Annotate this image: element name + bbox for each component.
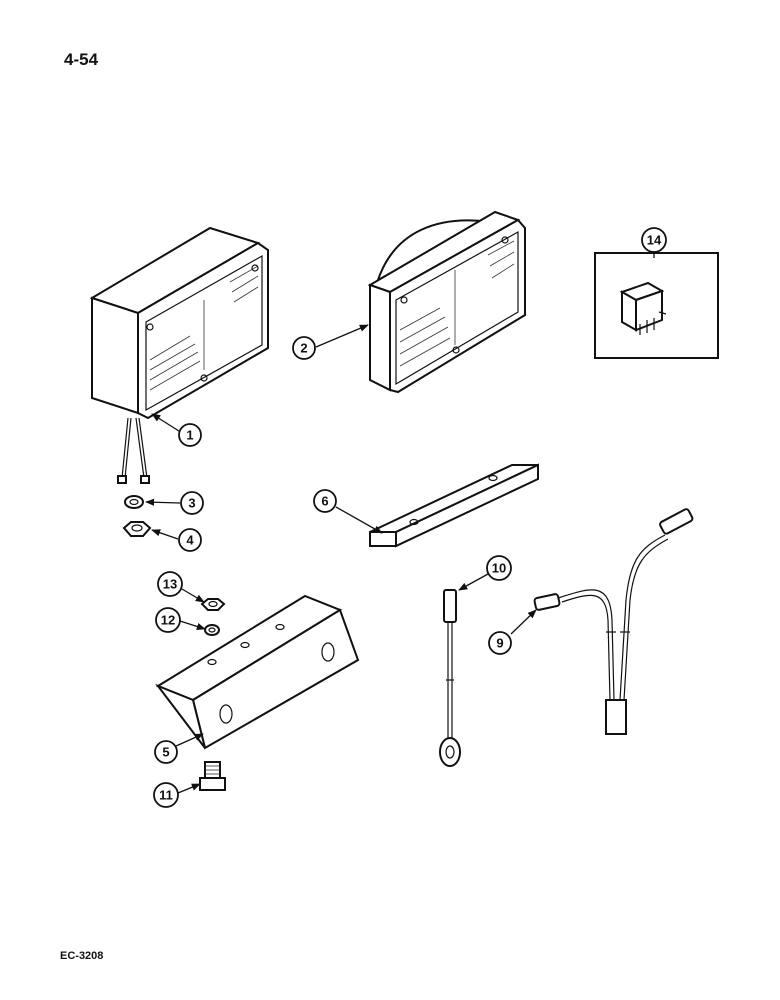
callout-10-label: 10 (492, 561, 506, 576)
callout-6: 6 (313, 489, 337, 513)
callout-6-label: 6 (321, 494, 328, 509)
bolt-part (199, 761, 226, 791)
callout-14: 14 (641, 227, 667, 253)
callout-5-label: 5 (162, 745, 169, 760)
callout-4-label: 4 (186, 533, 194, 548)
callout-1-label: 1 (186, 428, 193, 443)
ground-wire-part (439, 589, 461, 767)
page-number: 4-54 (64, 50, 99, 69)
headlamp-part (367, 210, 526, 394)
callout-1: 1 (178, 423, 202, 447)
relay-part (594, 252, 719, 359)
callout-13-label: 13 (163, 577, 177, 592)
lock-washer-part (124, 495, 144, 509)
nut-small-part (200, 598, 226, 611)
callout-5: 5 (154, 740, 178, 764)
callout-12-label: 12 (161, 613, 175, 628)
callout-12: 12 (155, 607, 181, 633)
callout-9-label: 9 (496, 636, 503, 651)
washer-small-part (204, 624, 220, 636)
callout-14-label: 14 (647, 233, 662, 248)
callout-3-label: 3 (188, 496, 195, 511)
angle-bracket-part (155, 594, 360, 750)
callout-10: 10 (486, 555, 512, 581)
callout-9: 9 (488, 631, 512, 655)
lamp-housing-part (89, 226, 269, 484)
callout-2-label: 2 (300, 341, 307, 356)
callout-2: 2 (292, 336, 316, 360)
callout-11: 11 (153, 782, 179, 808)
callout-3: 3 (180, 491, 204, 515)
callout-13: 13 (157, 571, 183, 597)
nut-part (122, 521, 152, 537)
flat-bar-part (369, 463, 539, 548)
footer-code: EC-3208 (60, 950, 104, 962)
callout-11-label: 11 (159, 788, 173, 803)
callout-4: 4 (178, 528, 202, 552)
wiring-harness-part (533, 508, 694, 735)
